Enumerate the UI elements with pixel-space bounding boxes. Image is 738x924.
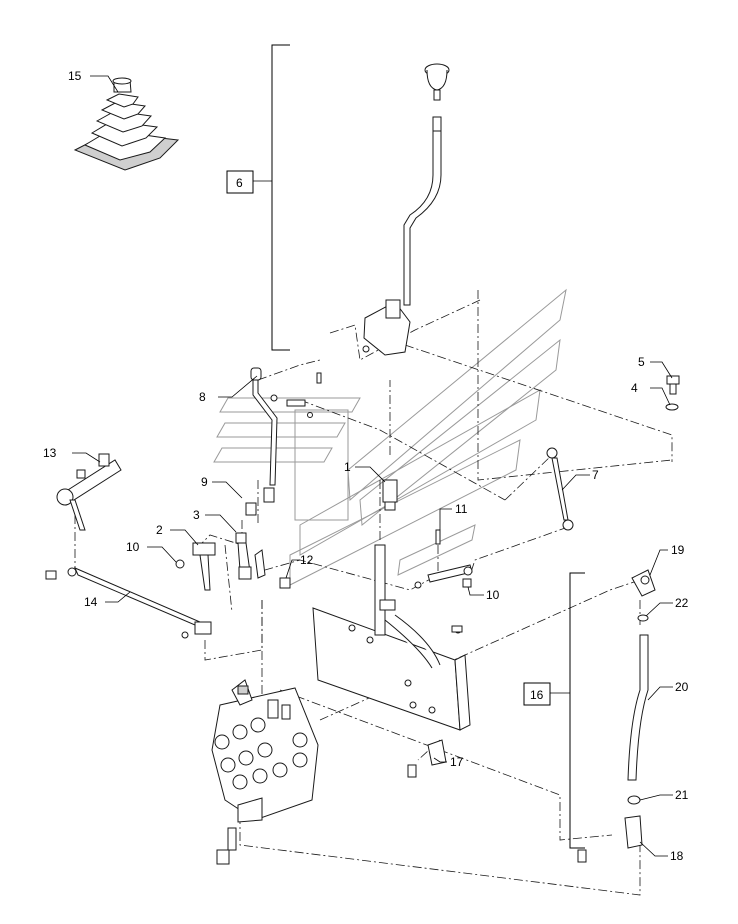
callout-2: 2 <box>156 523 163 537</box>
callout-21: 21 <box>675 788 689 802</box>
assembly-lines <box>74 290 673 896</box>
callout-18: 18 <box>670 849 684 863</box>
callout-10-left: 10 <box>126 540 140 554</box>
bolt-5 <box>666 375 680 395</box>
ball-joint-19 <box>631 569 656 597</box>
bellcrank-13 <box>56 453 122 531</box>
shift-boot <box>73 77 180 171</box>
callout-4: 4 <box>631 381 638 395</box>
callout-3: 3 <box>193 508 200 522</box>
callout-6: 6 <box>236 176 243 190</box>
pivot-1 <box>382 479 398 511</box>
callout-10-right: 10 <box>486 588 500 602</box>
callout-8: 8 <box>199 390 206 404</box>
callout-7: 7 <box>592 468 599 482</box>
callout-1: 1 <box>344 460 351 474</box>
washer-4 <box>665 403 679 411</box>
callout-12: 12 <box>300 553 314 567</box>
leader-lines <box>72 75 673 857</box>
bolt-10-right <box>462 578 472 588</box>
shift-lever <box>362 63 450 356</box>
mounting-plate <box>312 544 471 731</box>
bracket-17 <box>407 625 463 778</box>
callout-20: 20 <box>675 680 689 694</box>
control-valve <box>211 679 319 865</box>
callout-16: 16 <box>530 688 544 702</box>
watermark-logo <box>213 288 567 586</box>
link-rod-8 <box>250 367 278 503</box>
pin-11 <box>414 529 473 589</box>
lever-2 <box>175 542 216 591</box>
callout-13: 13 <box>43 446 57 460</box>
link-rod-14 <box>45 567 212 639</box>
callout-labels: 15 6 5 4 8 13 1 7 9 11 3 2 10 19 12 10 1… <box>43 69 689 863</box>
callout-22: 22 <box>675 596 689 610</box>
callout-14: 14 <box>84 595 98 609</box>
bushing-12 <box>254 549 291 589</box>
callout-17: 17 <box>450 755 464 769</box>
bracket-group-6 <box>226 44 290 351</box>
pins-top <box>270 372 322 418</box>
rod-20 <box>627 634 649 781</box>
bracket-group-16 <box>523 572 585 849</box>
link-rod-7 <box>546 447 574 531</box>
callout-5: 5 <box>638 355 645 369</box>
clevis-3 <box>235 502 257 580</box>
callout-9: 9 <box>201 475 208 489</box>
callout-19: 19 <box>671 543 685 557</box>
callout-11: 11 <box>455 502 468 516</box>
clevis-18 <box>577 815 643 863</box>
nut-21 <box>627 795 641 805</box>
nut-22 <box>637 614 649 622</box>
callout-15: 15 <box>68 69 82 83</box>
